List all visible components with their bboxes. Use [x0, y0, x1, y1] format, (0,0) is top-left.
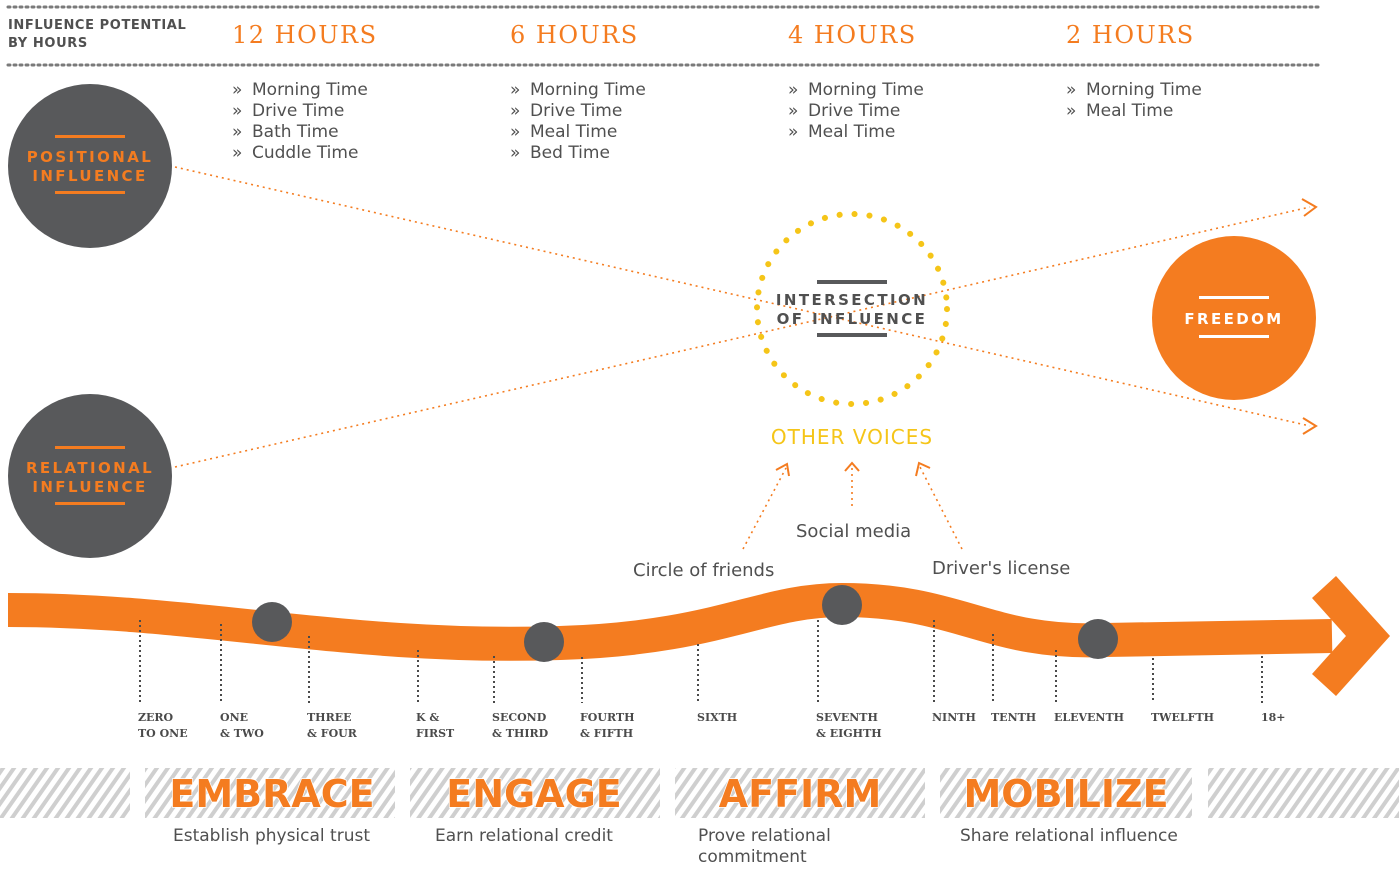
freedom-bar-bottom — [1199, 335, 1269, 338]
header-title: INFLUENCE POTENTIAL BY HOURS — [8, 17, 218, 53]
stage-names: EMBRACE ENGAGE AFFIRM MOBILIZE — [169, 771, 1170, 817]
activity-list-6-hours: »Morning Time »Drive Time »Meal Time »Be… — [510, 80, 646, 164]
grade-label: ONE& TWO — [220, 711, 264, 740]
hatch-segment — [0, 768, 130, 818]
intersection-label-line2: OF INFLUENCE — [777, 310, 928, 328]
activity-list-12-hours: »Morning Time »Drive Time »Bath Time »Cu… — [232, 80, 368, 164]
milestone-dot — [524, 622, 564, 662]
intersection-bar-top — [817, 280, 887, 284]
milestone-dot — [1078, 619, 1118, 659]
grade-label: 18+ — [1261, 711, 1286, 724]
positional-bar-bottom — [55, 191, 125, 194]
upper-arrowhead-icon — [1301, 198, 1318, 217]
grade-label: NINTH — [932, 711, 976, 724]
stage-desc-engage: Earn relational credit — [435, 826, 613, 846]
relational-influence-line — [174, 206, 1311, 468]
other-voices-label: OTHER VOICES — [771, 425, 933, 449]
license-arrow-line — [919, 466, 963, 550]
hatch-segment — [1208, 768, 1399, 818]
positional-bar-top — [55, 135, 125, 138]
activity-item: »Morning Time — [232, 80, 368, 100]
friends-arrow-line — [742, 467, 787, 550]
friends-arrowhead-icon — [775, 462, 790, 477]
activity-item: »Bed Time — [510, 143, 610, 163]
header-title-line2: BY HOURS — [8, 36, 88, 51]
activity-item: »Meal Time — [788, 122, 896, 142]
lower-arrowhead-icon — [1302, 417, 1318, 435]
relational-bar-bottom — [55, 502, 125, 505]
positional-influence-line — [174, 166, 1311, 427]
grade-label: THREE& FOUR — [307, 711, 357, 740]
positional-label-line1: POSITIONAL — [27, 148, 153, 166]
activity-list-2-hours: »Morning Time »Meal Time — [1066, 80, 1202, 122]
intersection-circle — [754, 211, 950, 407]
license-arrowhead-icon — [915, 461, 931, 477]
relational-influence-circle — [8, 394, 172, 558]
grade-label: TENTH — [991, 711, 1037, 724]
grade-label: FOURTH& FIFTH — [580, 711, 635, 740]
hatch-segment — [410, 768, 660, 818]
intersection-bar-bottom — [817, 333, 887, 337]
freedom-label: FREEDOM — [1184, 310, 1283, 328]
positional-label-line2: INFLUENCE — [32, 167, 147, 185]
intersection-label-line1: INTERSECTION — [776, 291, 928, 309]
stage-desc-mobilize: Share relational influence — [960, 826, 1178, 846]
timeline-wave — [7, 582, 1333, 661]
stage-name-embrace: EMBRACE — [169, 772, 374, 816]
activity-item: »Drive Time — [788, 101, 901, 121]
grade-label: K &FIRST — [416, 711, 455, 740]
hours-2: 2 HOURS — [1066, 21, 1195, 49]
relational-bar-top — [55, 446, 125, 449]
activity-item: »Morning Time — [1066, 80, 1202, 100]
annotation-social-media: Social media — [796, 521, 912, 542]
grade-label: TWELFTH — [1151, 711, 1215, 724]
social-arrowhead-icon — [844, 461, 860, 472]
stage-name-mobilize: MOBILIZE — [963, 772, 1168, 816]
hours-6: 6 HOURS — [510, 21, 639, 49]
stage-name-engage: ENGAGE — [446, 772, 622, 816]
activity-item: »Drive Time — [232, 101, 345, 121]
hatch-segment — [145, 768, 395, 818]
grade-label: SIXTH — [697, 711, 738, 724]
grade-label: SEVENTH& EIGHTH — [816, 711, 882, 740]
milestone-dot — [252, 602, 292, 642]
timeline-arrow-head-icon — [1312, 576, 1390, 696]
stage-hatch-band — [0, 768, 1399, 818]
annotation-circle-of-friends: Circle of friends — [633, 560, 775, 581]
hours-12: 12 HOURS — [232, 21, 378, 49]
activity-item: »Morning Time — [510, 80, 646, 100]
activity-list-4-hours: »Morning Time »Drive Time »Meal Time — [788, 80, 924, 143]
freedom-circle — [1152, 236, 1316, 400]
stage-desc-embrace: Establish physical trust — [173, 826, 371, 846]
annotation-drivers-license: Driver's license — [932, 558, 1071, 579]
stage-name-affirm: AFFIRM — [719, 772, 882, 816]
relational-label-line1: RELATIONAL — [26, 459, 154, 477]
grade-label: ELEVENTH — [1054, 711, 1125, 724]
activity-item: »Meal Time — [1066, 101, 1174, 121]
activity-item: »Morning Time — [788, 80, 924, 100]
relational-label-line2: INFLUENCE — [32, 478, 147, 496]
hatch-segment — [940, 768, 1192, 818]
hours-4: 4 HOURS — [788, 21, 917, 49]
header-title-line1: INFLUENCE POTENTIAL — [8, 18, 187, 33]
activity-item: »Cuddle Time — [232, 143, 359, 163]
milestone-dot — [822, 585, 862, 625]
hatch-segment — [675, 768, 925, 818]
grade-label: SECOND& THIRD — [492, 711, 549, 740]
freedom-bar-top — [1199, 296, 1269, 299]
grade-ticks — [139, 620, 1263, 703]
positional-influence-circle — [8, 84, 172, 248]
activity-item: »Drive Time — [510, 101, 623, 121]
activity-item: »Bath Time — [232, 122, 339, 142]
activity-item: »Meal Time — [510, 122, 618, 142]
